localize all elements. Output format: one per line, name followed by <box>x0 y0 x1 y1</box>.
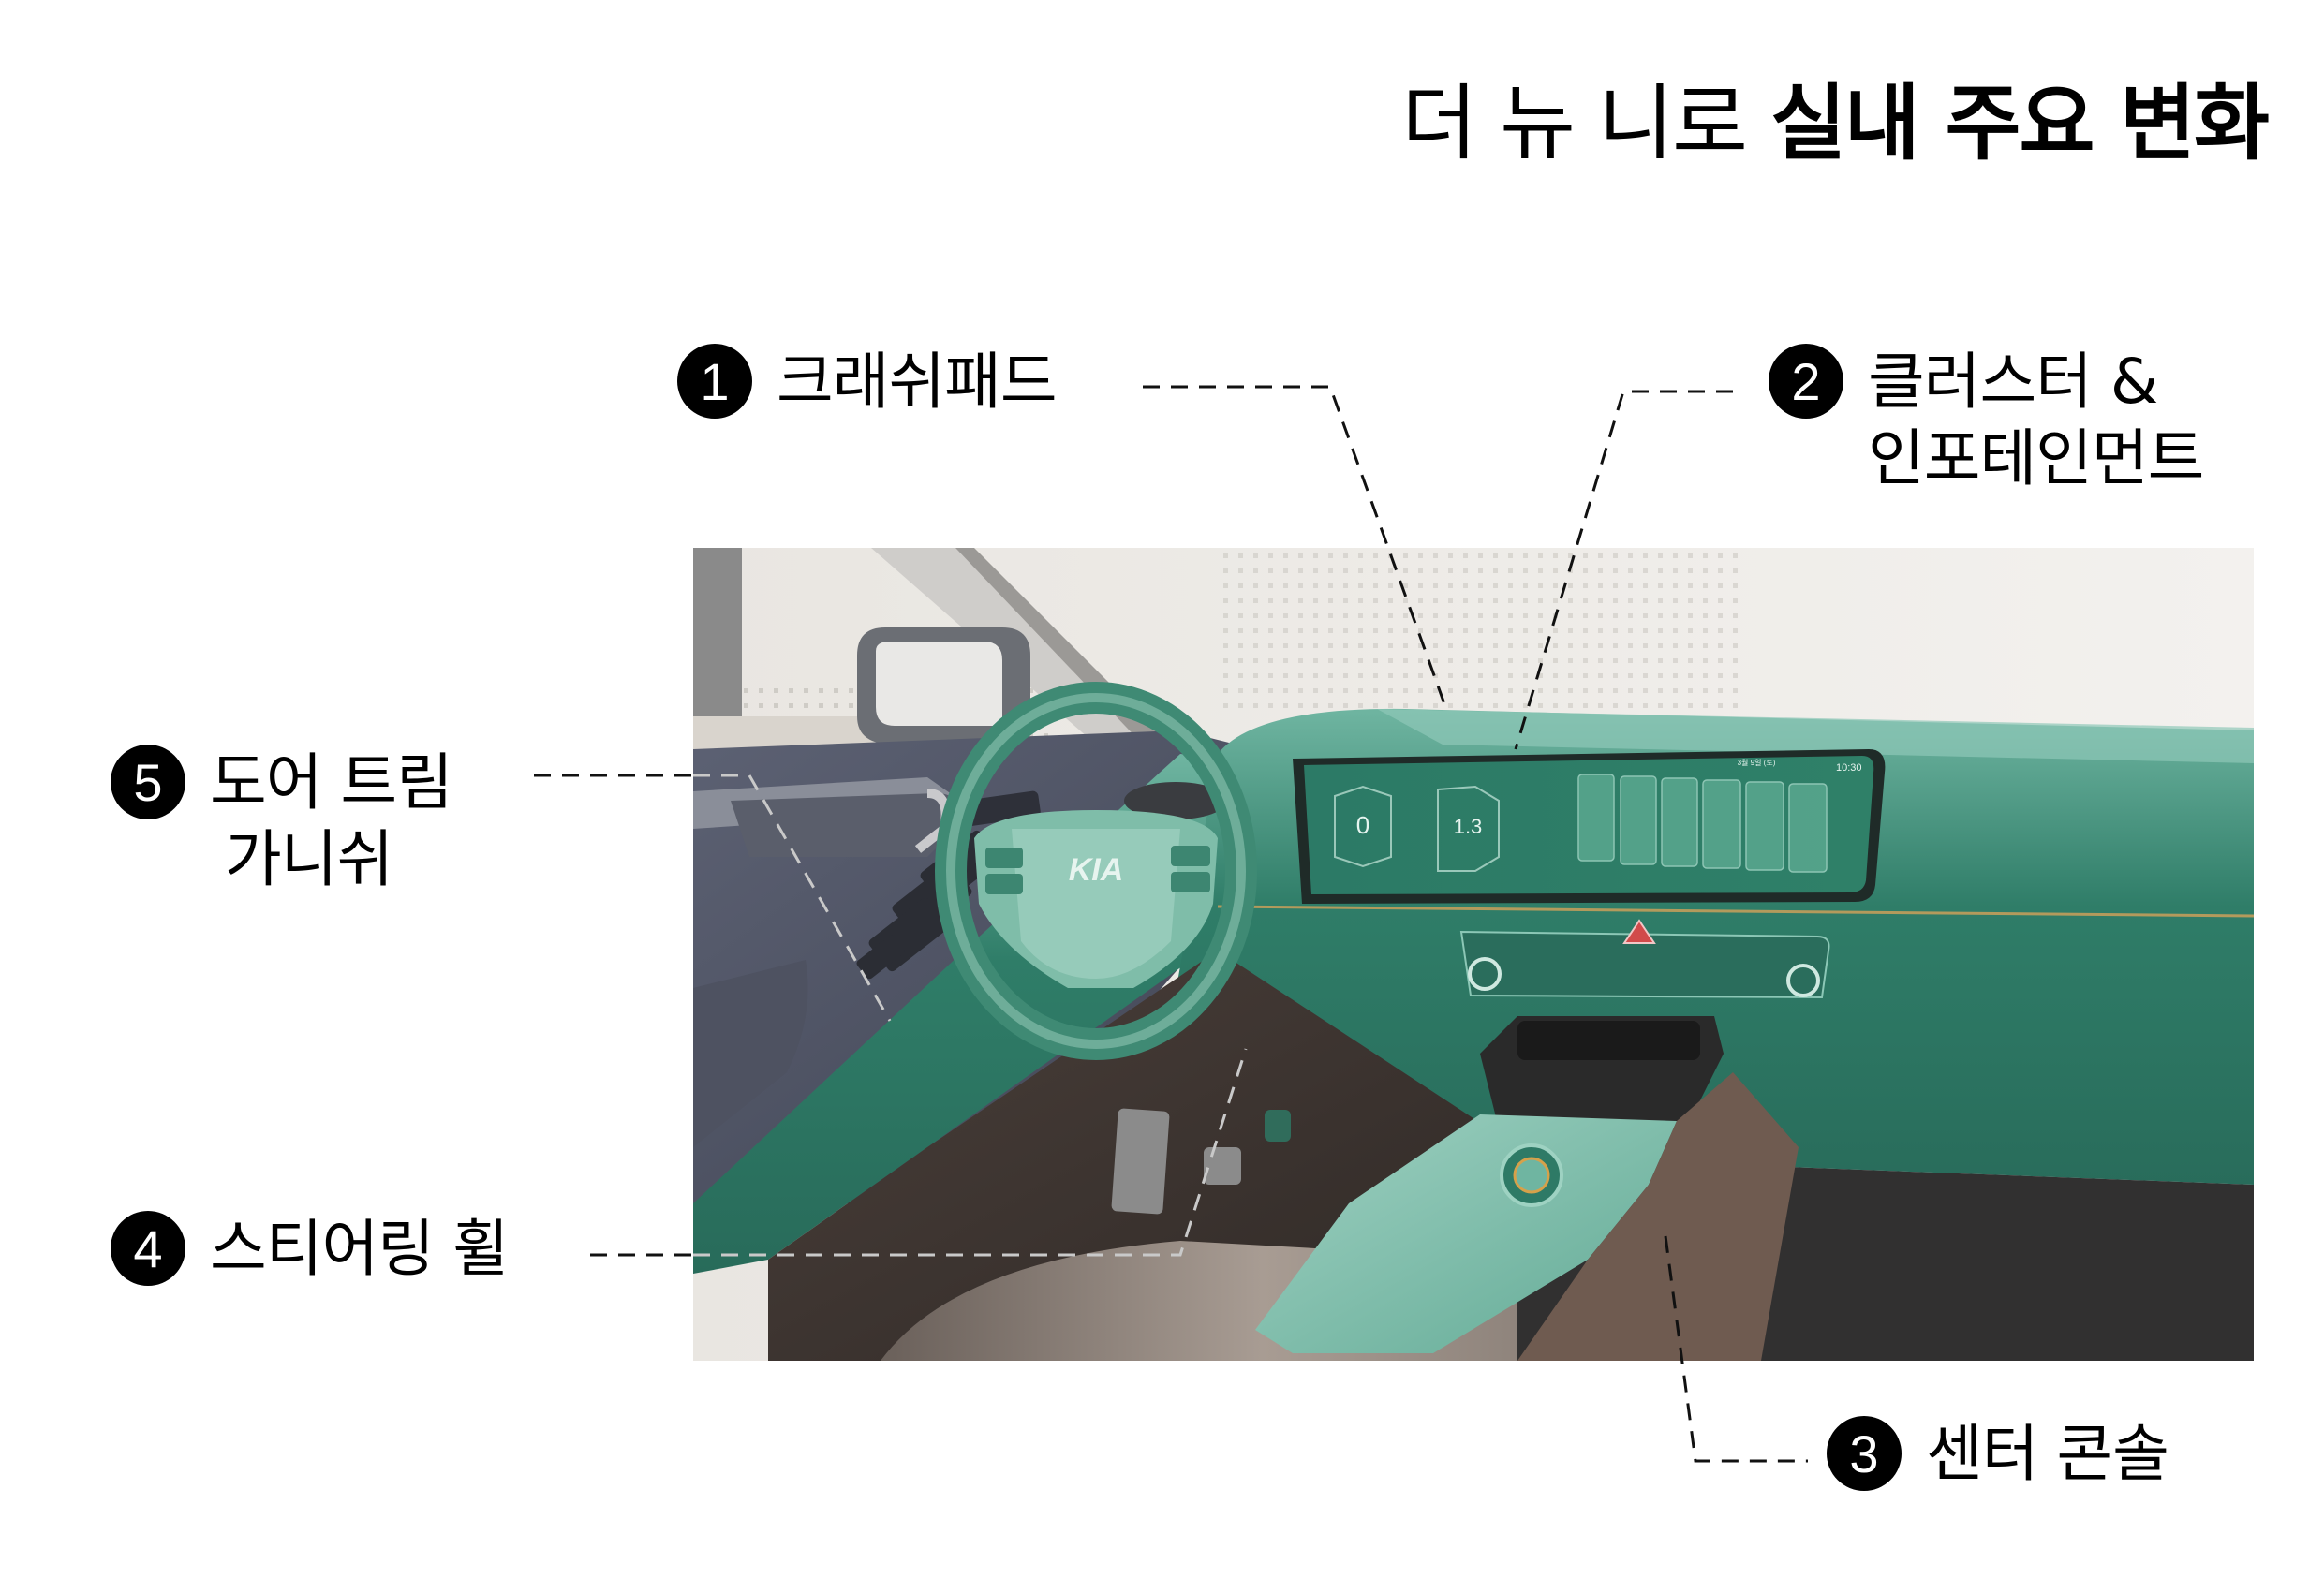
number-badge-4: 4 <box>111 1211 185 1286</box>
number-badge-5: 5 <box>111 745 185 819</box>
interior-illustration: 0 1.3 3월 9일 (토) 10:30 <box>693 548 2254 1361</box>
callout-label-door-trim: 도어 트림 <box>210 746 453 819</box>
number-badge-2: 2 <box>1769 344 1843 419</box>
page-title: 더 뉴 니로 실내 주요 변화 <box>1401 82 2270 165</box>
callout-center-console: 3 센터 콘솔 <box>1827 1416 2169 1493</box>
svg-text:1.3: 1.3 <box>1454 815 1483 838</box>
callout-cluster-infotainment: 2 클러스터 & 인포테인먼트 <box>1769 344 2204 497</box>
cluster-speed: 0 <box>1356 811 1369 839</box>
title-bold: 실내 주요 변화 <box>1769 75 2270 171</box>
callout-label-garnish: 가니쉬 <box>225 823 393 895</box>
number-badge-1: 1 <box>677 344 752 419</box>
svg-text:10:30: 10:30 <box>1836 762 1862 774</box>
callout-steering-wheel: 4 스티어링 휠 <box>111 1211 510 1288</box>
svg-text:3월 9일 (토): 3월 9일 (토) <box>1738 758 1776 767</box>
callout-label-crashpad: 크래쉬패드 <box>777 346 1058 418</box>
callout-label-steering-wheel: 스티어링 휠 <box>210 1213 510 1285</box>
kia-logo: KIA <box>1069 852 1124 888</box>
interior-photo: 0 1.3 3월 9일 (토) 10:30 <box>693 548 2254 1361</box>
callout-door-trim: 5 도어 트림 가니쉬 <box>111 745 453 898</box>
callout-label-cluster: 클러스터 & <box>1868 346 2158 418</box>
callout-label-infotainment: 인포테인먼트 <box>1868 422 2204 494</box>
title-regular: 더 뉴 니로 <box>1401 75 1748 171</box>
callout-label-center-console: 센터 콘솔 <box>1926 1418 2169 1490</box>
callout-crashpad: 1 크래쉬패드 <box>677 344 1058 420</box>
number-badge-3: 3 <box>1827 1416 1902 1491</box>
